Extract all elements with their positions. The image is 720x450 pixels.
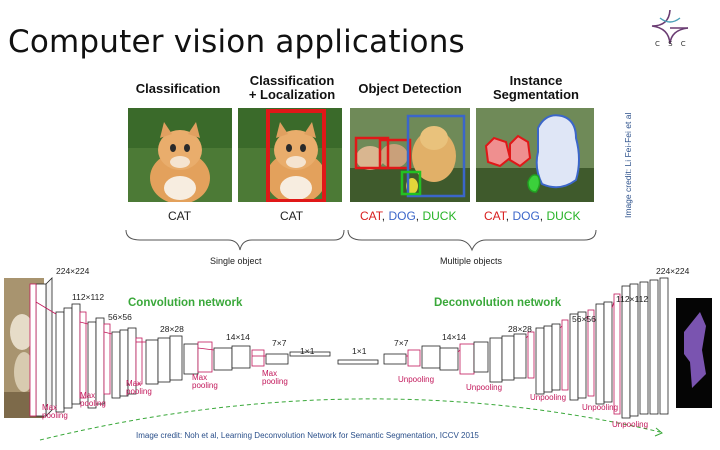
size-label: 224×224 [56,266,90,276]
logo-text: C S C [655,40,689,48]
deconvolution-network-diagram: 224×224 112×112 56×56 28×28 14×14 7×7 1×… [4,266,712,441]
label-convolution-network: Convolution network [128,297,243,309]
photo-object-detection [350,108,470,202]
heading-object-detection: Object Detection [358,81,462,96]
size-label: 14×14 [442,332,466,342]
skip-connection-arc [39,398,661,441]
unpooling-label: Unpooling [530,393,566,402]
size-label: 224×224 [656,266,690,276]
caption-instance-segmentation: CAT, DOG, DUCK [484,209,581,223]
unpooling-label: Unpooling [398,375,434,384]
localization-box [266,109,326,202]
vertical-image-credit: Image credit: Li Fei-Fei et al [623,112,633,218]
caption-classification: CAT [168,209,192,223]
heading-classification-localization: Classification + Localization [248,73,336,102]
output-segmentation-mask [676,298,712,408]
photo-classification [128,108,232,202]
size-label: 1×1 [352,346,367,356]
caption-localization: CAT [280,209,304,223]
size-label: 1×1 [300,346,315,356]
label-single-object: Single object [210,256,262,266]
label-multiple-objects: Multiple objects [440,256,503,266]
size-label: 7×7 [394,338,409,348]
size-label: 112×112 [72,292,104,302]
heading-instance-segmentation: Instance Segmentation [493,73,579,102]
unpooling-label: Unpooling [466,383,502,392]
size-label: 14×14 [226,332,250,342]
heading-classification: Classification [135,81,221,96]
footer-image-credit: Image credit: Noh et al, Learning Deconv… [136,431,479,440]
size-label: 7×7 [272,338,287,348]
photo-instance-segmentation [476,108,594,202]
size-label: 28×28 [508,324,532,334]
size-label: 56×56 [572,314,596,324]
size-label: 112×112 [616,294,648,304]
caption-object-detection: CAT, DOG, DUCK [360,209,457,223]
size-label: 28×28 [160,324,184,334]
photo-localization [238,108,342,202]
braces [125,229,597,252]
slide-title: Computer vision applications [8,24,465,60]
csc-logo [651,9,689,45]
unpooling-label: Unpooling [582,403,618,412]
size-label: 56×56 [108,312,132,322]
label-deconvolution-network: Deconvolution network [434,297,562,309]
unpooling-label: Unpooling [612,420,648,429]
